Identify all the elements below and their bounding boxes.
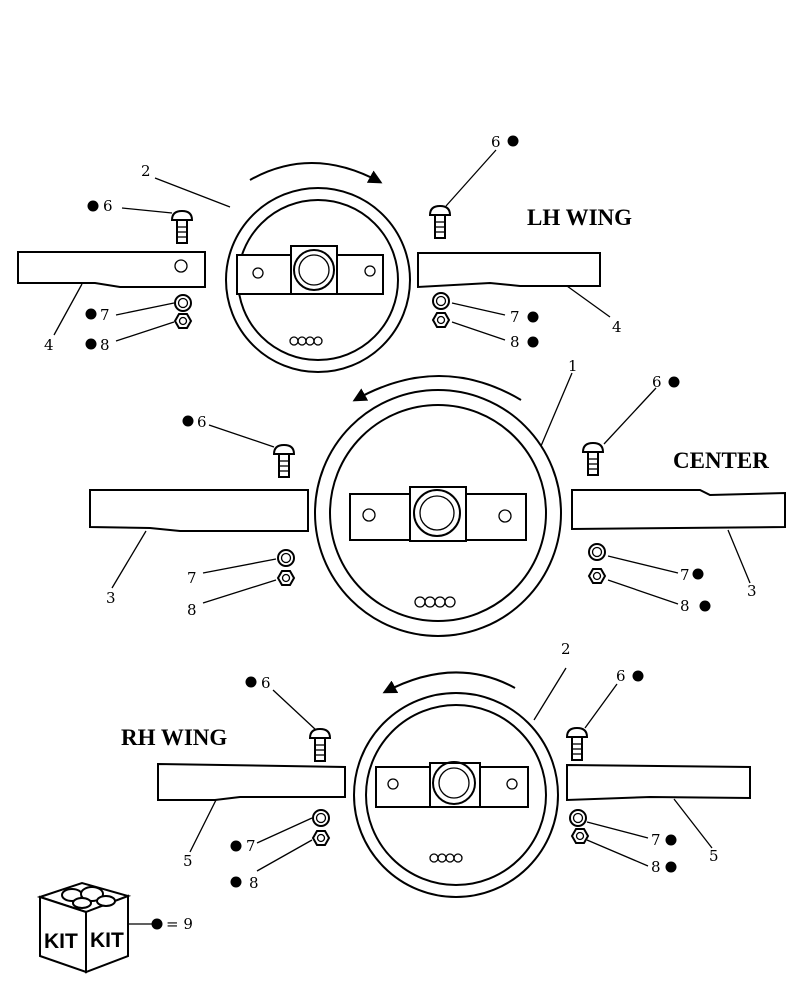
callout-8-center-right: 8 — [680, 597, 690, 615]
kit-dot — [665, 861, 677, 873]
label-lh-wing: LH WING — [527, 205, 632, 230]
callout-7-center-right: 7 — [680, 566, 690, 584]
center-washer-left — [277, 549, 295, 567]
kit-dot — [85, 308, 97, 320]
kit-dot — [527, 311, 539, 323]
callout-3-center-left: 3 — [106, 589, 116, 607]
rh-bolt-right — [566, 727, 588, 761]
rh-wing-balance-balls — [429, 853, 463, 863]
rh-nut-right — [571, 828, 589, 844]
center-assembly: 1 6 6 CENTER 3 7 8 7 8 3 — [89, 357, 786, 637]
rh-wing-blade-right — [566, 763, 751, 802]
kit-dot — [699, 600, 711, 612]
center-washer-right — [588, 543, 606, 561]
callout-7-rh-right: 7 — [651, 831, 661, 849]
callout-2-rh: 2 — [561, 640, 571, 658]
center-rotation-arrow — [352, 375, 522, 402]
rh-washer-left — [312, 809, 330, 827]
callout-7-lh-right: 7 — [510, 308, 520, 326]
center-blade-left — [89, 489, 309, 532]
kit-dot — [87, 200, 99, 212]
callout-6-lh-right: 6 — [491, 133, 501, 151]
kit-dot — [632, 670, 644, 682]
callout-6-rh-right: 6 — [616, 667, 626, 685]
rh-wing-assembly: 2 6 6 RH WING 5 7 8 7 8 5 — [121, 640, 751, 898]
lh-bolt-right — [429, 205, 451, 239]
callout-3-center-right: 3 — [747, 582, 757, 600]
kit-label-right: KIT — [90, 929, 124, 952]
lh-washer-right — [432, 292, 450, 310]
lh-washer-left — [174, 294, 192, 312]
kit-dot — [182, 415, 194, 427]
center-bolt-right — [582, 442, 604, 476]
kit-dot — [230, 876, 242, 888]
kit-dot — [85, 338, 97, 350]
lh-wing-blade-right — [417, 252, 601, 289]
rh-wing-rotor — [353, 692, 559, 898]
kit-dot — [668, 376, 680, 388]
kit-dot — [230, 840, 242, 852]
lh-bolt-left — [171, 210, 193, 244]
callout-8-rh-right: 8 — [651, 858, 661, 876]
callout-6-center-left: 6 — [197, 413, 207, 431]
kit-dot — [151, 918, 163, 930]
kit-box-icon: KIT KIT = 9 — [36, 881, 193, 974]
center-bolt-left — [273, 444, 295, 478]
callout-7-rh-left: 7 — [246, 837, 256, 855]
callout-6-center-right: 6 — [652, 373, 662, 391]
label-rh-wing: RH WING — [121, 725, 227, 750]
kit-dot — [692, 568, 704, 580]
callout-5-rh-left: 5 — [183, 852, 193, 870]
center-rotor — [314, 389, 562, 637]
center-nut-right — [588, 568, 606, 584]
callout-4-lh-right: 4 — [612, 318, 622, 336]
center-nut-left — [277, 570, 295, 586]
lh-wing-rotation-arrow — [249, 162, 383, 184]
rh-wing-rotation-arrow — [382, 671, 516, 694]
kit-dot — [507, 135, 519, 147]
kit-dot — [665, 834, 677, 846]
callout-6-rh-left: 6 — [261, 674, 271, 692]
callout-4-lh-left: 4 — [44, 336, 54, 354]
rh-bolt-left — [309, 728, 331, 762]
lh-wing-balance-balls — [289, 336, 323, 346]
callout-8-lh-right: 8 — [510, 333, 520, 351]
callout-8-lh-left: 8 — [100, 336, 110, 354]
kit-dot — [245, 676, 257, 688]
kit-equals-9: = 9 — [166, 915, 193, 933]
rh-wing-blade-left — [157, 762, 346, 801]
lh-wing-assembly: 2 6 6 LH WING 4 7 8 7 8 4 — [17, 133, 632, 373]
callout-7-lh-left: 7 — [100, 306, 110, 324]
rh-nut-left — [312, 830, 330, 846]
kit-label-left: KIT — [44, 930, 78, 953]
callout-8-center-left: 8 — [187, 601, 197, 619]
callout-2-lh: 2 — [141, 162, 151, 180]
center-balance-balls — [414, 596, 456, 608]
lh-nut-right — [432, 312, 450, 328]
label-center: CENTER — [673, 448, 769, 473]
callout-7-center-left: 7 — [187, 569, 197, 587]
callout-1: 1 — [568, 357, 578, 375]
rh-washer-right — [569, 809, 587, 827]
callout-5-rh-right: 5 — [709, 847, 719, 865]
callout-8-rh-left: 8 — [249, 874, 259, 892]
lh-wing-blade-left — [17, 251, 206, 288]
lh-wing-rotor — [225, 187, 411, 373]
lh-nut-left — [174, 313, 192, 329]
kit-dot — [527, 336, 539, 348]
callout-6-lh-left: 6 — [103, 197, 113, 215]
center-blade-right — [571, 489, 786, 531]
